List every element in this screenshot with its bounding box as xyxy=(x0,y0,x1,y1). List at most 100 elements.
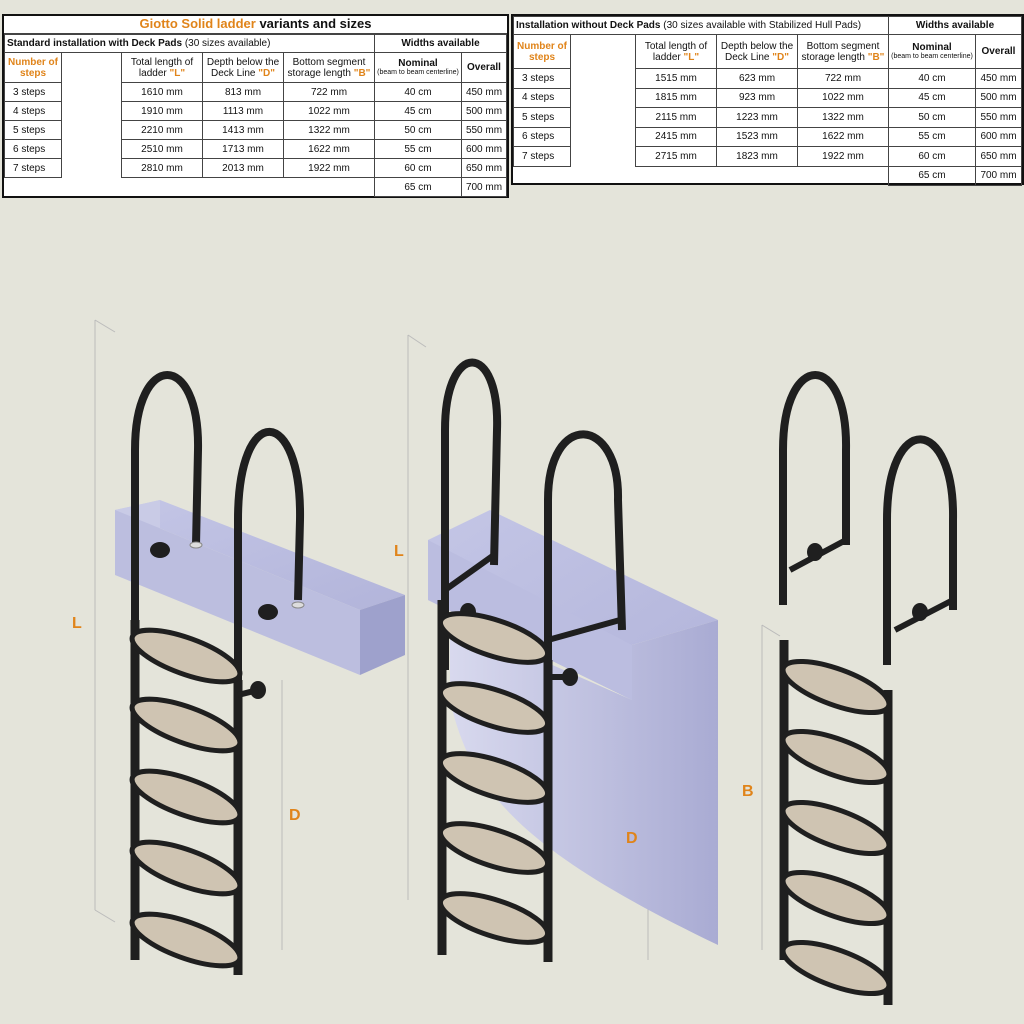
overall-width-cell: 650 mm xyxy=(461,158,507,178)
depth-cell: 923 mm xyxy=(716,87,798,108)
treads xyxy=(129,627,243,969)
table-title: Giotto Solid ladder variants and sizes xyxy=(4,16,507,34)
tread xyxy=(129,839,243,897)
nominal-width-cell: 60 cm xyxy=(374,158,462,178)
col-total-length-header: Total length of ladder "L" xyxy=(121,52,203,83)
total-length-cell: 2415 mm xyxy=(635,126,717,147)
bottom-segment-cell: 1622 mm xyxy=(283,139,375,159)
steps-cell: 6 steps xyxy=(513,126,571,147)
tread xyxy=(437,751,551,805)
no-deck-sizes-table: Installation without Deck Pads (30 sizes… xyxy=(513,16,1022,186)
steps-cell: 7 steps xyxy=(513,146,571,167)
tread xyxy=(129,911,243,969)
overall-width-cell: 600 mm xyxy=(975,126,1022,147)
hull-deck-top xyxy=(428,510,718,700)
spacer-cell xyxy=(571,88,636,108)
col-depth-header: Depth below the Deck Line "D" xyxy=(202,52,284,83)
widths-header: Widths available xyxy=(888,16,1022,35)
col-depth-header: Depth below the Deck Line "D" xyxy=(716,34,798,69)
nominal-width-cell: 40 cm xyxy=(374,82,462,102)
depth-cell: 2013 mm xyxy=(202,158,284,178)
bottom-segment-cell: 1922 mm xyxy=(283,158,375,178)
scene-deck-pads: L D xyxy=(72,319,405,975)
steps-cell: 5 steps xyxy=(513,107,571,128)
tread xyxy=(129,768,243,826)
right-handrail-detached xyxy=(883,435,958,665)
depth-cell: 1823 mm xyxy=(716,146,798,167)
depth-cell: 1223 mm xyxy=(716,107,798,128)
dimension-label-d: D xyxy=(626,830,638,847)
tread xyxy=(780,658,892,716)
depth-cell: 1713 mm xyxy=(202,139,284,159)
overall-width-cell: 600 mm xyxy=(461,139,507,159)
nominal-width-cell: 40 cm xyxy=(888,68,976,89)
col-bottom-segment-header: Bottom segment storage length "B" xyxy=(283,52,375,83)
col-nominal-header: Nominal(beam to beam centerline) xyxy=(374,52,462,83)
tread xyxy=(437,611,551,665)
scene-storage: B xyxy=(742,371,958,1005)
overall-width-cell: 700 mm xyxy=(461,177,507,197)
left-handrail xyxy=(131,371,203,670)
overall-width-cell: 450 mm xyxy=(461,82,507,102)
bottom-segment-cell: 1622 mm xyxy=(797,126,889,147)
dimension-label-l: L xyxy=(72,615,82,632)
bottom-segment-cell: 1322 mm xyxy=(283,120,375,140)
dimension-label-l: L xyxy=(394,543,404,560)
total-length-cell: 2510 mm xyxy=(121,139,203,159)
tread xyxy=(780,799,892,857)
bottom-segment-cell: 722 mm xyxy=(283,82,375,102)
bottom-segment-cell: 1322 mm xyxy=(797,107,889,128)
no-deck-pads-table: Installation without Deck Pads (30 sizes… xyxy=(511,14,1024,186)
deck-pad-mount xyxy=(258,604,278,620)
dimension-label-b: B xyxy=(742,783,754,800)
deck-slab-top xyxy=(115,500,405,610)
tread xyxy=(129,696,243,754)
nominal-width-cell: 60 cm xyxy=(888,146,976,167)
total-length-cell: 1515 mm xyxy=(635,68,717,89)
depth-cell: 623 mm xyxy=(716,68,798,89)
total-length-cell: 2115 mm xyxy=(635,107,717,128)
nominal-width-cell: 55 cm xyxy=(374,139,462,159)
steps-cell: 4 steps xyxy=(513,87,571,108)
steps-cell: 7 steps xyxy=(4,158,62,178)
spacer-cell xyxy=(571,69,636,89)
tread xyxy=(780,869,892,927)
bottom-segment-cell: 1022 mm xyxy=(797,87,889,108)
total-length-cell: 1910 mm xyxy=(121,101,203,121)
col-overall-header: Overall xyxy=(461,52,507,83)
depth-cell: 1413 mm xyxy=(202,120,284,140)
right-handrail xyxy=(544,430,626,680)
spacer-cell xyxy=(62,121,122,140)
overall-width-cell: 550 mm xyxy=(975,107,1022,128)
depth-cell: 1523 mm xyxy=(716,126,798,147)
total-length-cell: 1815 mm xyxy=(635,87,717,108)
steps-cell: 5 steps xyxy=(4,120,62,140)
dimension-label-d: D xyxy=(289,807,301,824)
total-length-cell: 2210 mm xyxy=(121,120,203,140)
spacer-cell xyxy=(62,159,122,178)
bottom-segment-cell: 1022 mm xyxy=(283,101,375,121)
nominal-width-cell: 45 cm xyxy=(374,101,462,121)
tread xyxy=(437,821,551,875)
spacer-cell xyxy=(571,108,636,128)
steps-cell: 3 steps xyxy=(513,68,571,89)
standard-sizes-table: Standard installation with Deck Pads (30… xyxy=(4,34,507,197)
overall-width-cell: 500 mm xyxy=(461,101,507,121)
tread xyxy=(437,681,551,735)
deck-pad-mount xyxy=(150,542,170,558)
col-bottom-segment-header: Bottom segment storage length "B" xyxy=(797,34,889,69)
col-overall-header: Overall xyxy=(975,34,1022,69)
ladder-illustration: L D L D xyxy=(72,319,958,1005)
spacer-cell xyxy=(62,102,122,121)
tread xyxy=(129,627,243,685)
steps-cell: 3 steps xyxy=(4,82,62,102)
bottom-segment-cell: 1922 mm xyxy=(797,146,889,167)
